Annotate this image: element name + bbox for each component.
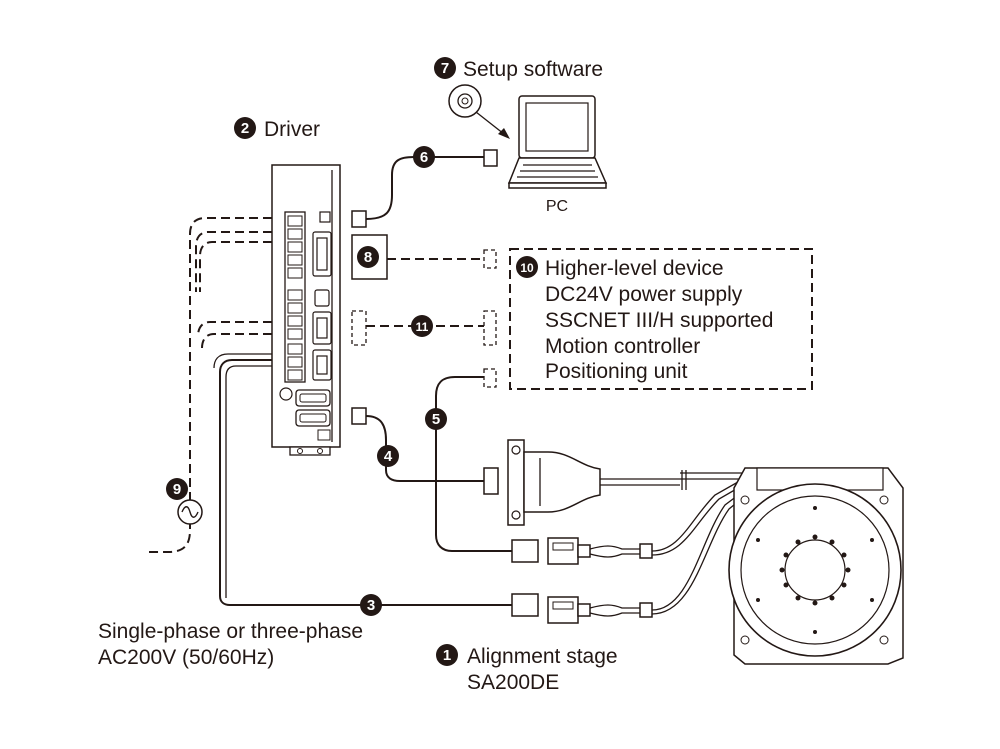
cable6-connector-driver — [351, 210, 367, 228]
label-power-supply-phase: Single-phase or three-phase — [98, 620, 363, 643]
power-supply-wiring — [145, 217, 272, 553]
cable11-connector-device — [483, 310, 497, 346]
svg-text:1: 1 — [443, 647, 451, 664]
svg-text:10: 10 — [520, 261, 534, 275]
driver-unit — [271, 164, 341, 456]
cable11-connector-driver — [351, 310, 367, 346]
svg-text:5: 5 — [432, 411, 440, 428]
cable6-connector-pc — [483, 149, 498, 167]
marker-5: 5 — [425, 408, 447, 430]
svg-text:4: 4 — [384, 448, 393, 465]
item-8-connector — [483, 249, 497, 269]
label-motion-controller: Motion controller — [545, 335, 700, 358]
label-alignment-stage: Alignment stage — [467, 645, 618, 668]
stage-connector-3 — [547, 596, 653, 624]
cable-6 — [365, 156, 484, 220]
cd-to-pc-arrow — [475, 111, 510, 139]
svg-text:7: 7 — [441, 60, 449, 77]
marker-7: 7 — [434, 57, 456, 79]
marker-10: 10 — [516, 256, 538, 278]
marker-9: 9 — [166, 478, 188, 500]
svg-text:2: 2 — [241, 120, 249, 137]
marker-4: 4 — [377, 445, 399, 467]
svg-text:11: 11 — [416, 320, 429, 334]
marker-6: 6 — [413, 146, 435, 168]
label-setup-software: Setup software — [463, 58, 603, 81]
label-power-supply-voltage: AC200V (50/60Hz) — [98, 646, 274, 669]
ac-source-symbol — [177, 499, 203, 525]
cable-3-inner — [225, 365, 272, 598]
cable5-connector-stage — [511, 539, 539, 563]
cable4-connector-driver — [351, 407, 367, 425]
svg-text:8: 8 — [364, 249, 372, 266]
cable5-connector-device — [483, 368, 497, 388]
stage-connector-5 — [547, 537, 653, 565]
marker-2: 2 — [234, 117, 256, 139]
setup-software-cd — [448, 84, 482, 118]
svg-text:6: 6 — [420, 149, 428, 166]
marker-11: 11 — [411, 315, 433, 337]
stage-cable-bundle — [651, 470, 746, 615]
cable-5 — [435, 376, 512, 552]
cable-3 — [219, 359, 512, 606]
label-higher-level-device: Higher-level device — [545, 257, 724, 280]
label-sscnet: SSCNET III/H supported — [545, 309, 773, 332]
marker-3: 3 — [360, 594, 382, 616]
label-pc: PC — [546, 198, 568, 215]
label-stage-model: SA200DE — [467, 671, 559, 694]
cable-3-outer — [213, 353, 272, 369]
svg-text:3: 3 — [367, 597, 375, 614]
cable4-connector-stage — [483, 467, 499, 495]
label-driver: Driver — [264, 118, 320, 141]
alignment-stage — [728, 467, 904, 665]
svg-text:9: 9 — [173, 481, 181, 498]
pc-laptop — [507, 95, 608, 189]
encoder-dsub-connector — [507, 439, 680, 526]
cable3-connector-stage — [511, 593, 539, 617]
cable-4 — [365, 415, 484, 482]
label-dc24v-power-supply: DC24V power supply — [545, 283, 743, 306]
marker-1: 1 — [436, 644, 458, 666]
label-positioning-unit: Positioning unit — [545, 360, 688, 383]
higher-level-device-box — [509, 248, 813, 390]
marker-8: 8 — [357, 246, 379, 268]
